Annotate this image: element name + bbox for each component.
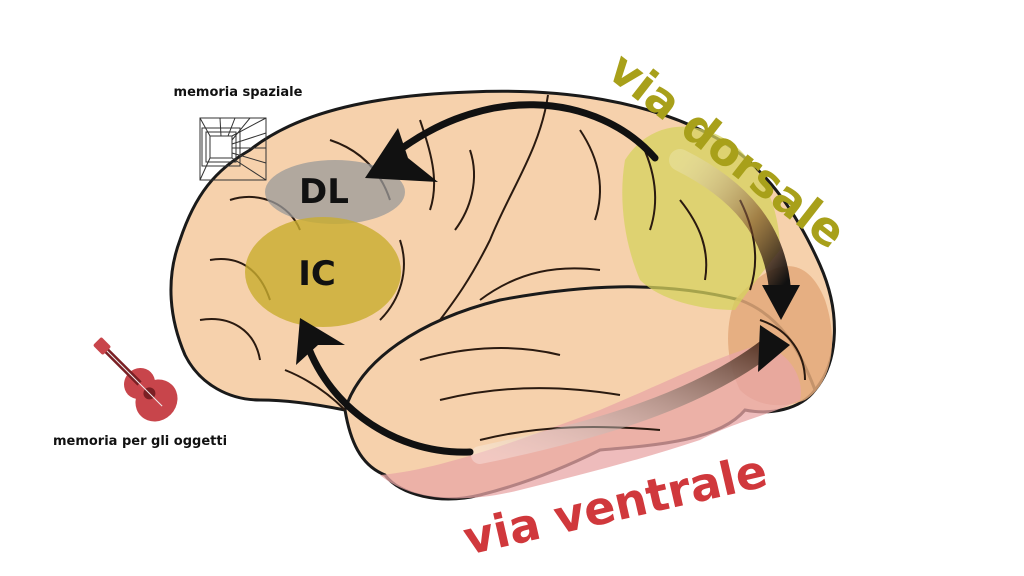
ic-region <box>245 217 401 327</box>
dl-label: DL <box>299 172 349 212</box>
guitar-icon <box>93 337 178 422</box>
object-memory-label: memoria per gli oggetti <box>53 434 227 449</box>
ic-label: IC <box>298 254 336 294</box>
dorsal-region <box>622 126 780 310</box>
perspective-grid-icon <box>199 117 267 181</box>
spatial-memory-label: memoria spaziale <box>174 85 303 100</box>
ventral-stream-arrow <box>471 325 790 464</box>
dorsal-stream-arrow <box>669 149 800 320</box>
arrow-dorsal-to-dl <box>365 101 659 182</box>
arrow-ventral-to-ic <box>296 318 474 456</box>
